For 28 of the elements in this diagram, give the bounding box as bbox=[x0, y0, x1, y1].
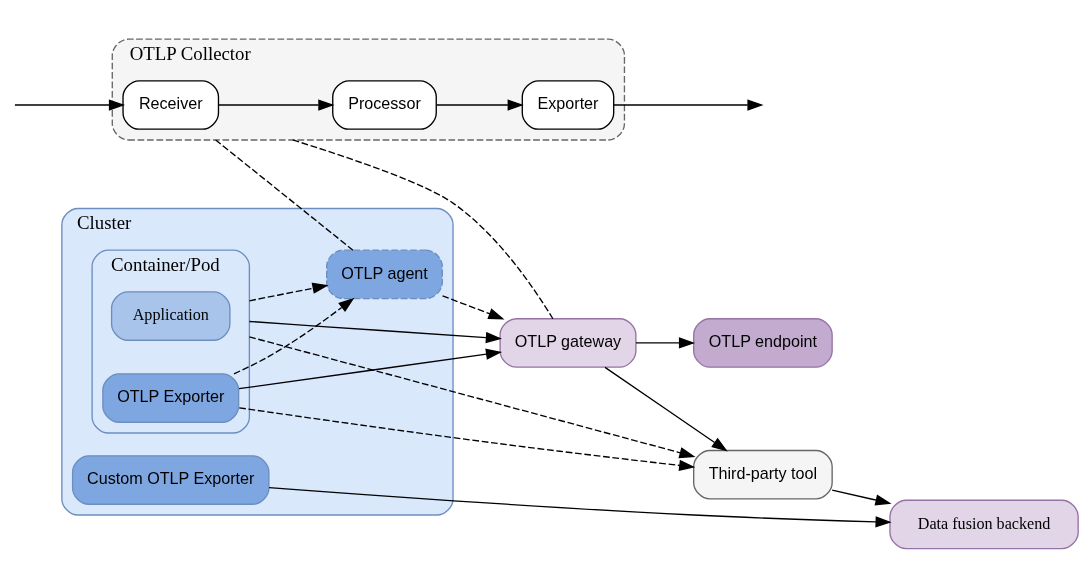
arrow bbox=[635, 337, 696, 349]
arrow bbox=[238, 348, 503, 390]
node-box: Data fusion backend bbox=[889, 499, 1079, 550]
arrow bbox=[831, 489, 892, 506]
arrow bbox=[218, 99, 335, 111]
node-box: Custom OTLP Exporter bbox=[71, 455, 270, 505]
arrow bbox=[248, 282, 329, 302]
node-box: Processor bbox=[332, 80, 437, 130]
node-box: Receiver bbox=[122, 80, 220, 130]
node-box: Application bbox=[110, 291, 231, 341]
arrow bbox=[604, 366, 728, 452]
arrow bbox=[248, 320, 502, 344]
node-box: OTLP agent bbox=[326, 249, 443, 300]
arrow bbox=[238, 407, 696, 471]
arrow bbox=[248, 336, 696, 459]
arrow bbox=[613, 99, 764, 111]
arrow bbox=[14, 99, 126, 111]
node-box: Third-party tool bbox=[693, 449, 833, 500]
node-box: OTLP Exporter bbox=[102, 373, 240, 423]
arrow bbox=[441, 295, 505, 320]
arrow bbox=[233, 297, 355, 375]
connector bbox=[292, 139, 554, 320]
node-box: OTLP gateway bbox=[499, 318, 637, 368]
arrow bbox=[436, 99, 524, 111]
arrow bbox=[268, 486, 892, 528]
connector bbox=[214, 139, 354, 251]
node-box: OTLP endpoint bbox=[693, 318, 833, 368]
node-box: Exporter bbox=[521, 80, 615, 130]
